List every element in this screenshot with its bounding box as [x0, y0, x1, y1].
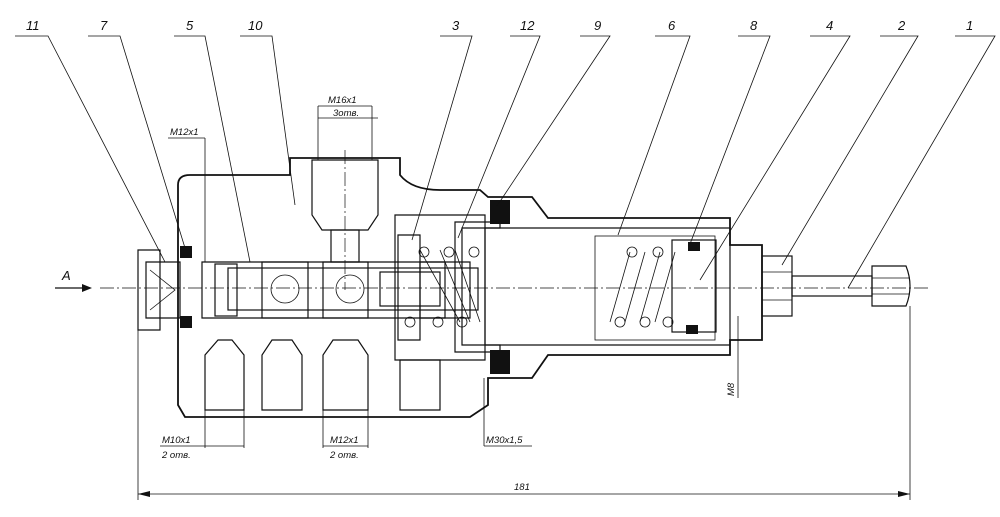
spool-stem	[214, 261, 479, 319]
dim-top-port: M16x1 3отв.	[317, 95, 378, 160]
dim-overall: 181	[137, 306, 911, 500]
dim-bottom-left: M10x1 2 отв.	[160, 410, 245, 461]
callout-4: 4	[826, 18, 833, 33]
callout-1: 1	[966, 18, 973, 33]
dim-rod-thread-label: M8	[726, 382, 737, 396]
callout-12: 12	[520, 18, 535, 33]
dim-bottom-left-thread: M10x1	[162, 435, 191, 446]
view-arrow: A	[55, 268, 92, 292]
callout-6: 6	[668, 18, 676, 33]
left-cap	[137, 249, 181, 331]
callout-10: 10	[248, 18, 263, 33]
dim-bottom-mid-thread: M12x1	[330, 435, 359, 446]
callout-2: 2	[897, 18, 906, 33]
dim-body-thread: M30x1,5	[483, 378, 532, 447]
callout-8: 8	[750, 18, 758, 33]
view-arrow-label: A	[61, 268, 71, 283]
callout-3: 3	[452, 18, 460, 33]
main-body	[177, 157, 763, 418]
dim-left-thread-label: M12x1	[170, 127, 199, 138]
rod-assembly	[761, 255, 911, 317]
dim-top-port-count: 3отв.	[333, 108, 359, 119]
spring-seat	[397, 234, 446, 341]
callouts: 11 7 5 10 3 12 9 6 8 4 2 1	[26, 18, 973, 33]
left-spring	[404, 246, 481, 328]
dim-body-thread-label: M30x1,5	[486, 435, 523, 446]
callout-11: 11	[26, 18, 40, 33]
callout-9: 9	[594, 18, 601, 33]
callout-7: 7	[100, 18, 108, 33]
dim-top-port-thread: M16x1	[328, 95, 357, 106]
plunger	[671, 239, 717, 333]
callout-5: 5	[186, 18, 194, 33]
dim-rod-thread: M8	[726, 316, 739, 398]
dim-bottom-mid: M12x1 2 отв.	[322, 410, 369, 461]
dim-bottom-left-count: 2 отв.	[161, 450, 191, 461]
dim-left-thread: M12x1	[168, 127, 206, 262]
dim-bottom-mid-count: 2 отв.	[329, 450, 359, 461]
right-spring	[609, 246, 676, 328]
dim-overall-length: 181	[514, 482, 530, 493]
leader-lines	[15, 35, 996, 289]
seals	[180, 200, 700, 374]
